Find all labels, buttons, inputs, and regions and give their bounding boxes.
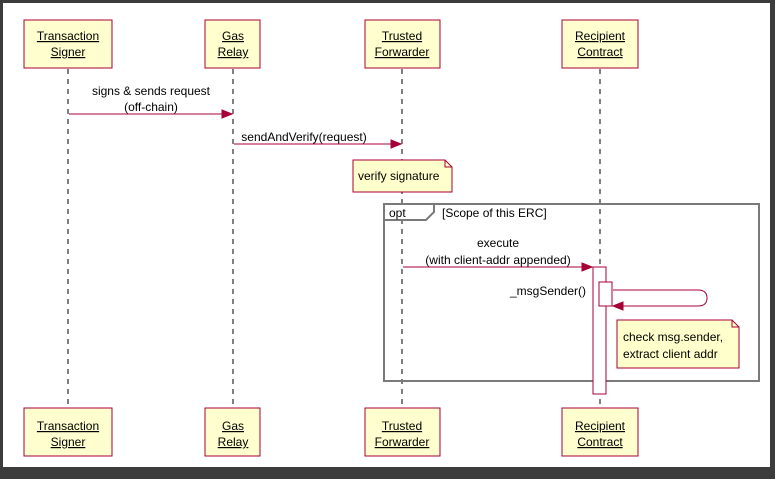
note-text-line2: extract client addr: [623, 347, 718, 361]
participant-label-line2: Signer: [51, 435, 86, 449]
arrow-head: [611, 301, 624, 311]
participant-label-line2: Contract: [577, 45, 623, 59]
participant-label-line2: Signer: [51, 45, 86, 59]
participant-trusted-forwarder-bottom: Trusted Forwarder: [364, 407, 441, 457]
participant-label-line1: Trusted: [382, 419, 422, 433]
participant-label-line1: Gas: [222, 419, 244, 433]
message-label-line2: (off-chain): [124, 100, 178, 114]
participant-label-line2: Relay: [218, 435, 249, 449]
participant-transaction-signer-top: Transaction Signer: [23, 19, 113, 69]
participant-label-line1: Recipient: [575, 419, 626, 433]
participant-gas-relay-top: Gas Relay: [204, 19, 261, 69]
opt-fragment: opt [Scope of this ERC]: [383, 203, 760, 382]
note-text: verify signature: [358, 169, 440, 183]
participant-transaction-signer-bottom: Transaction Signer: [23, 407, 113, 457]
diagram-background: [3, 3, 770, 467]
participant-label-line1: Gas: [222, 29, 244, 43]
message-label-line1: _msgSender(): [509, 284, 586, 298]
message-label-line1: sendAndVerify(request): [241, 130, 366, 144]
message-label-line1: execute: [477, 236, 519, 250]
participant-gas-relay-bottom: Gas Relay: [204, 407, 261, 457]
fragment-guard: [Scope of this ERC]: [442, 206, 547, 220]
arrow-head: [581, 262, 594, 272]
message-signs-and-sends: signs & sends request (off-chain): [69, 84, 234, 119]
participant-label-line2: Forwarder: [375, 45, 430, 59]
fragment-keyword: opt: [389, 206, 406, 220]
arrow-head: [221, 109, 234, 119]
participant-label-line2: Relay: [218, 45, 249, 59]
message-execute: execute (with client-addr appended): [403, 236, 594, 272]
activation-bar-nested: [598, 281, 613, 307]
participant-label-line2: Contract: [577, 435, 623, 449]
message-label-line1: signs & sends request: [92, 84, 211, 98]
note-text-line1: check msg.sender,: [623, 330, 723, 344]
participant-label-line1: Trusted: [382, 29, 422, 43]
arrow-head: [390, 139, 403, 149]
note-check-msg-sender: check msg.sender, extract client addr: [616, 319, 740, 369]
message-send-and-verify: sendAndVerify(request): [234, 130, 403, 149]
participant-trusted-forwarder-top: Trusted Forwarder: [364, 19, 441, 69]
participant-recipient-contract-top: Recipient Contract: [561, 19, 639, 69]
message-msg-sender: _msgSender(): [509, 284, 708, 311]
participant-recipient-contract-bottom: Recipient Contract: [561, 407, 639, 457]
participant-label-line1: Recipient: [575, 29, 626, 43]
note-verify-signature: verify signature: [352, 159, 453, 193]
participant-label-line1: Transaction: [37, 29, 99, 43]
participant-label-line1: Transaction: [37, 419, 99, 433]
message-label-line2: (with client-addr appended): [425, 253, 570, 267]
participant-label-line2: Forwarder: [375, 435, 430, 449]
